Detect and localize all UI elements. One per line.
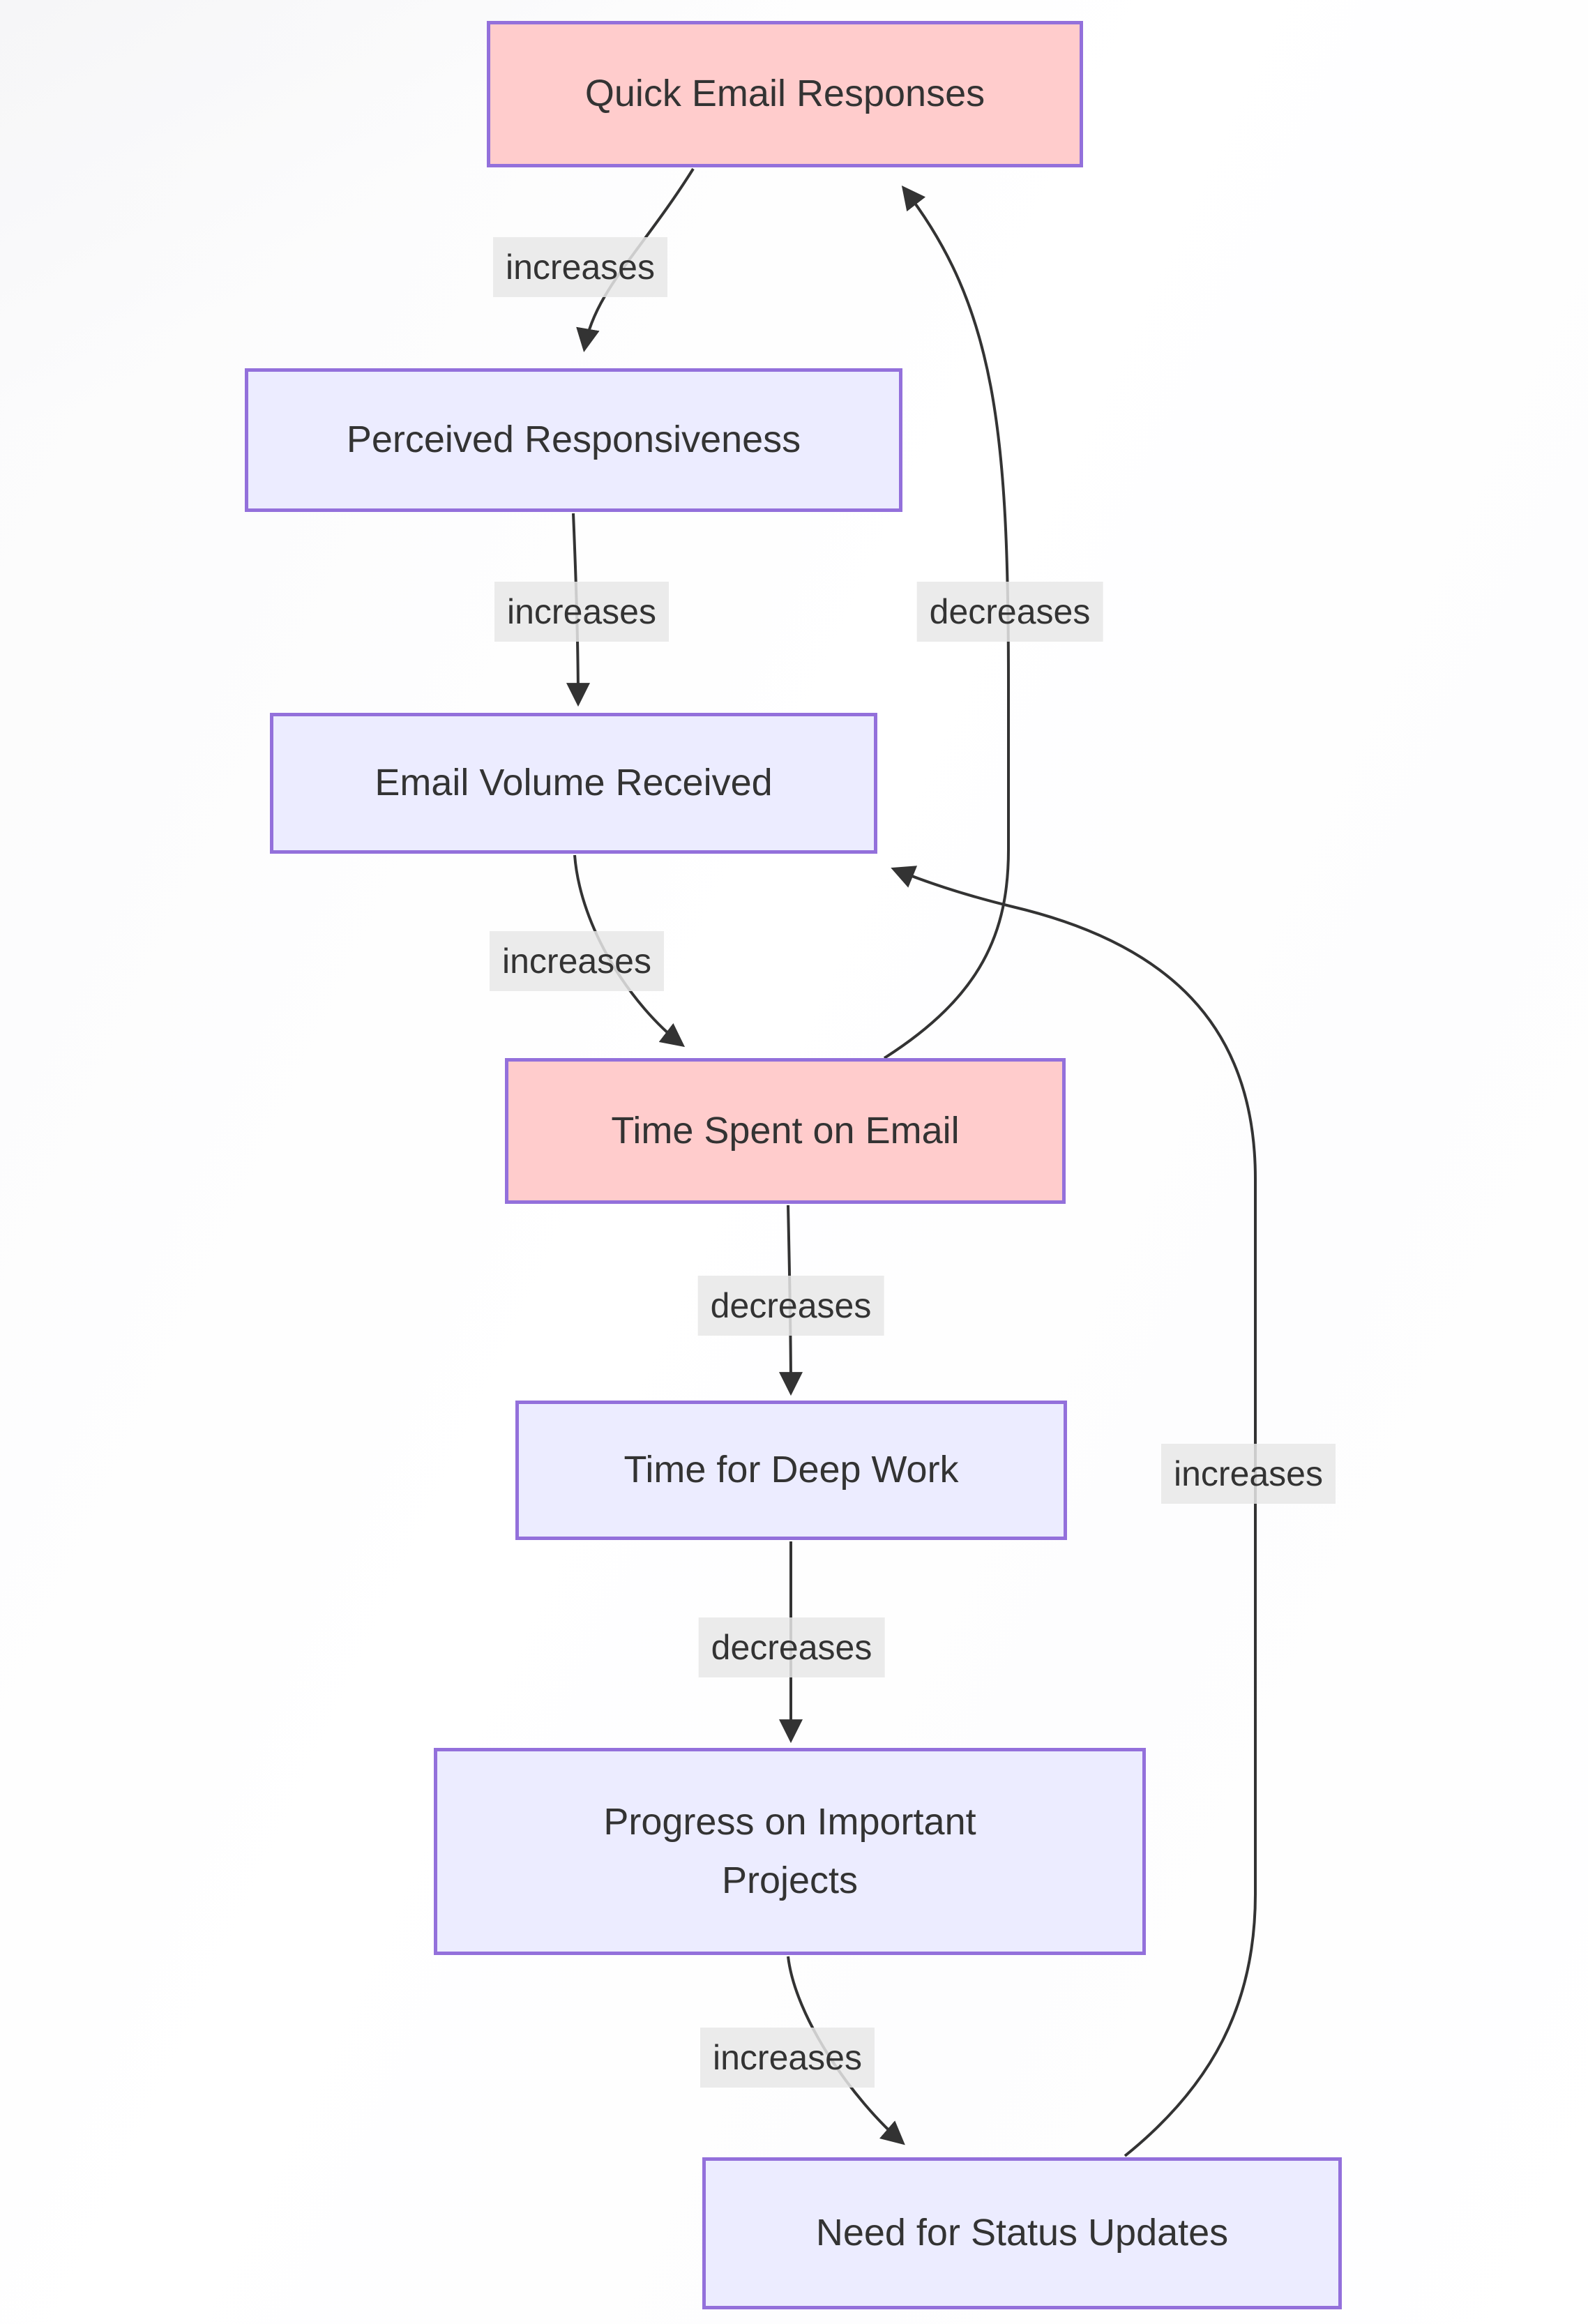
edge-statusupdates-to-volume-increases [891, 866, 1257, 2157]
node-label: Progress on Important Projects [603, 1800, 976, 1901]
node-email-volume-received: Email Volume Received [270, 713, 877, 854]
edge-label-progress-to-statusupdates: increases [700, 2028, 875, 2088]
node-label: Time for Deep Work [623, 1449, 959, 1491]
edge-label-volume-to-timespent: increases [490, 931, 664, 991]
node-label: Quick Email Responses [584, 73, 985, 115]
edge-label-perceived-to-volume: increases [494, 582, 669, 642]
node-perceived-responsiveness: Perceived Responsiveness [245, 368, 902, 512]
node-quick-email-responses: Quick Email Responses [487, 21, 1083, 167]
edge-label-timespent-to-quick: decreases [916, 582, 1103, 642]
node-label: Email Volume Received [375, 762, 773, 804]
node-label: Perceived Responsiveness [346, 418, 801, 461]
node-time-for-deep-work: Time for Deep Work [515, 1401, 1067, 1540]
node-need-for-status-updates: Need for Status Updates [702, 2157, 1342, 2309]
edge-label-timespent-to-deepwork: decreases [697, 1276, 884, 1336]
edge-label-deepwork-to-progress: decreases [698, 1617, 885, 1677]
node-label: Need for Status Updates [815, 2212, 1229, 2254]
edge-label-quick-to-perceived: increases [493, 237, 667, 297]
node-label: Time Spent on Email [611, 1109, 960, 1152]
node-progress-on-important-projects: Progress on Important Projects [434, 1748, 1146, 1955]
edge-label-statusupdates-to-volume: increases [1161, 1444, 1336, 1504]
node-time-spent-on-email: Time Spent on Email [505, 1058, 1066, 1204]
